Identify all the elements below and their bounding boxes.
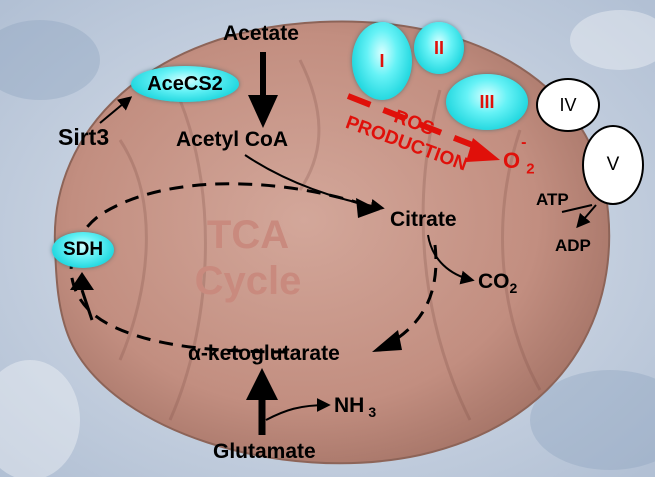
citrate-to-co2-arrow xyxy=(427,234,475,285)
mitochondrion xyxy=(53,20,611,465)
glutamate-label: Glutamate xyxy=(213,440,316,463)
ros-dashed-arrow xyxy=(346,93,482,151)
co2-main: CO xyxy=(478,270,510,293)
cristae xyxy=(118,59,542,421)
sdh-arrow-shaft xyxy=(80,289,94,321)
sdh-enzyme: SDH xyxy=(52,232,114,268)
adp-label: ADP xyxy=(555,236,591,255)
o2-sup: - xyxy=(521,134,527,151)
acecs2-enzyme: AceCS2 xyxy=(131,66,239,102)
complex-iii-label: III xyxy=(479,91,495,112)
sdh-label: SDH xyxy=(62,239,104,260)
acetylcoa-to-citrate-arrow xyxy=(244,154,385,213)
o2-main: O xyxy=(503,148,521,173)
tca-line-2: Cycle xyxy=(194,259,302,303)
ros-arrowhead xyxy=(466,138,500,162)
o2-sub: 2 xyxy=(526,160,535,178)
co2-label: CO2 xyxy=(478,270,517,296)
complex-i-label: I xyxy=(379,50,385,71)
acetate-arrowhead xyxy=(248,95,278,128)
sirt3-arrow xyxy=(99,96,133,124)
alpha-ketoglutarate-label: α-ketoglutarate xyxy=(188,342,340,365)
co2-sub: 2 xyxy=(509,280,518,297)
complex-ii: II xyxy=(414,22,464,74)
tca-cycle-title: TCA Cycle xyxy=(188,212,308,304)
nh3-arrow xyxy=(265,398,331,421)
acetate-label: Acetate xyxy=(223,22,299,45)
atp-line xyxy=(561,204,593,213)
acetyl-coa-label: Acetyl CoA xyxy=(176,128,289,151)
sirt3-label: Sirt3 xyxy=(58,124,110,150)
complex-i: I xyxy=(352,22,412,100)
complex-iii: III xyxy=(446,74,528,130)
nh3-main: NH xyxy=(334,394,365,417)
citrate-label: Citrate xyxy=(390,208,457,231)
arrowhead-to-akg xyxy=(372,330,402,352)
complex-iv: IV xyxy=(536,78,600,132)
tca-line-1: TCA xyxy=(206,213,290,257)
complex-v: V xyxy=(582,125,644,205)
glutamate-arrowhead xyxy=(246,368,278,400)
superoxide-label: O - 2 xyxy=(503,134,535,178)
atp-label: ATP xyxy=(536,190,569,209)
arrowhead-to-sdh xyxy=(70,272,94,290)
atp-to-adp-arrow xyxy=(576,204,597,229)
acecs2-label: AceCS2 xyxy=(147,72,223,95)
complex-ii-label: II xyxy=(433,37,444,58)
nh3-sub: 3 xyxy=(368,404,377,421)
complex-v-label: V xyxy=(606,154,620,175)
background-texture xyxy=(0,10,655,477)
citrate-to-akg-arc xyxy=(394,244,438,342)
complex-iv-label: IV xyxy=(559,94,577,115)
